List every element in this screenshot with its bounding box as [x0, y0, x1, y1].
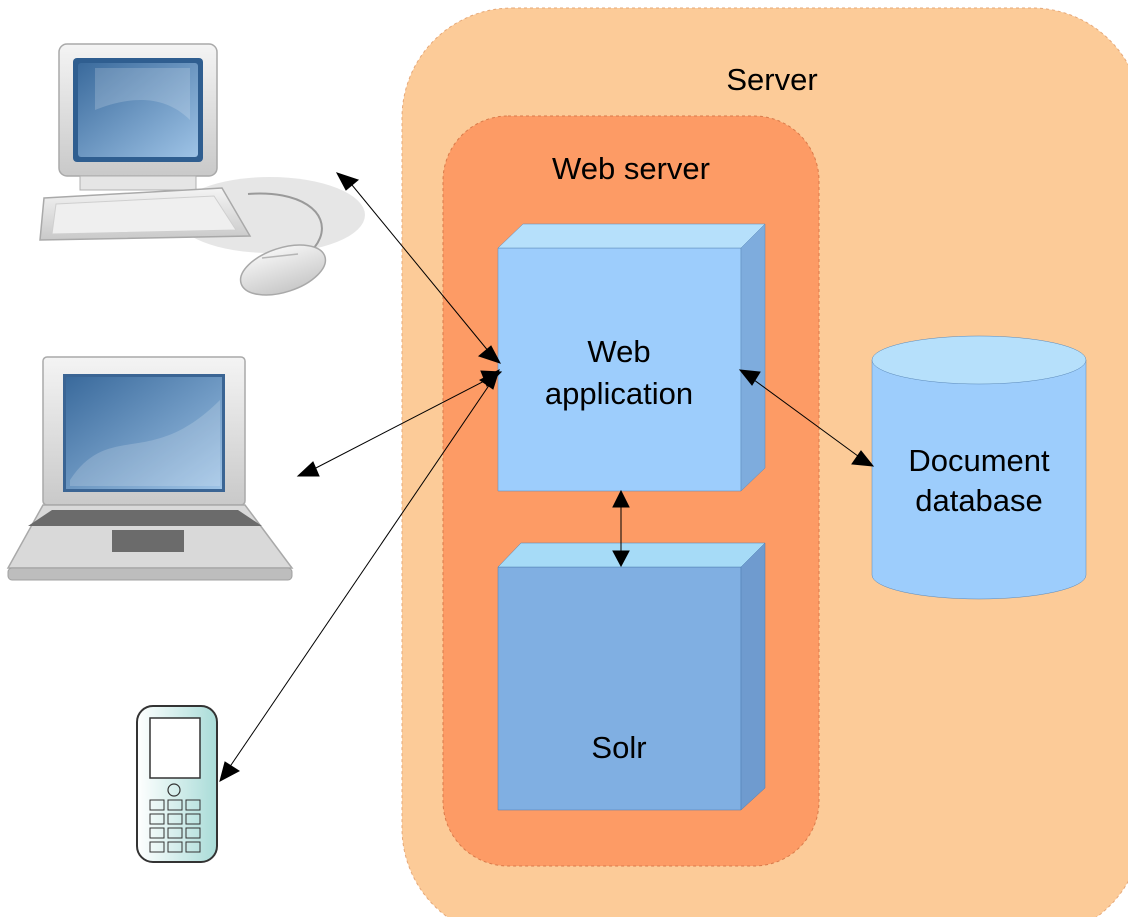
- arrowhead-laptop: [298, 462, 319, 476]
- solr-box: Solr: [498, 543, 765, 810]
- mobile-phone-icon: [137, 706, 217, 862]
- document-database-label-line2: database: [915, 483, 1043, 518]
- solr-label: Solr: [591, 730, 646, 765]
- web-server-label: Web server: [552, 151, 710, 186]
- document-database-label-line1: Document: [908, 443, 1050, 478]
- laptop-icon: [8, 357, 292, 580]
- arrowhead-desktop: [337, 173, 358, 190]
- web-application-box: Web application: [498, 224, 765, 491]
- arrowhead-phone: [220, 762, 239, 781]
- server-label: Server: [726, 62, 817, 97]
- web-application-label-line1: Web: [587, 334, 650, 369]
- web-application-label-line2: application: [545, 376, 693, 411]
- desktop-computer-icon: [40, 44, 365, 305]
- document-database-cylinder: Document database: [872, 336, 1086, 599]
